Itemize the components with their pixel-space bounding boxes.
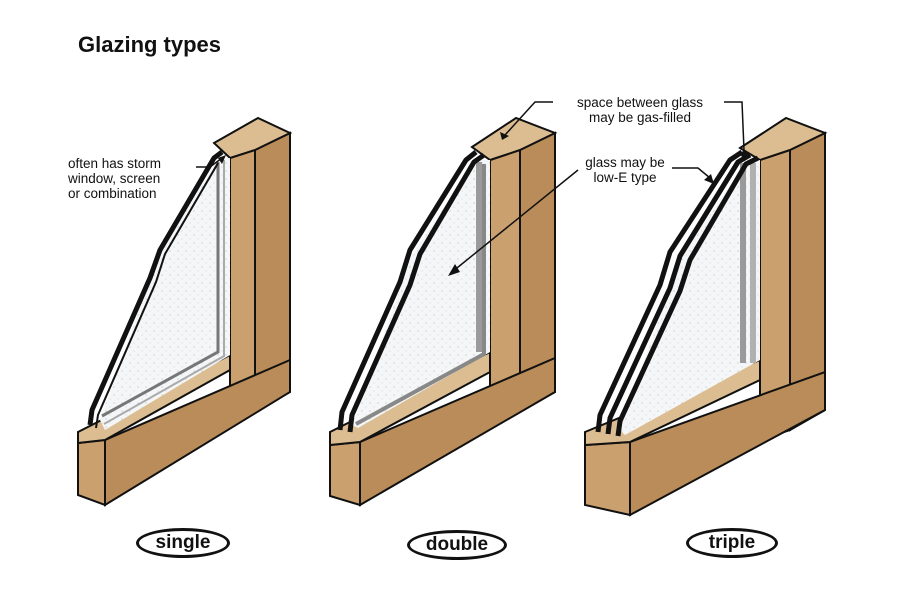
- space-leader-right: [724, 101, 745, 151]
- label-triple: triple: [686, 528, 778, 558]
- label-single: single: [136, 528, 230, 558]
- sill-side: [104, 358, 291, 507]
- pane-outline-inner: [95, 162, 219, 429]
- window-triple: [584, 116, 828, 517]
- pane-outline-outer: [337, 150, 478, 431]
- gas-fill-callout: space between glass may be gas-filled: [556, 95, 724, 125]
- sill-side: [629, 370, 826, 517]
- callout-line: low-E type: [593, 170, 657, 185]
- pane-outline-third: [615, 155, 760, 437]
- low-e-callout: glass may be low-E type: [580, 155, 670, 185]
- callout-line: space between glass: [576, 95, 704, 110]
- callout-line: often has storm: [68, 156, 162, 171]
- spacer: [740, 163, 746, 363]
- sill-front: [584, 440, 631, 517]
- arrowhead-lowe-right: [704, 174, 714, 184]
- jamb-top: [470, 116, 558, 162]
- callout-line: may be gas-filled: [588, 110, 692, 125]
- pane-outline-outer: [595, 149, 744, 433]
- spacer: [750, 163, 756, 363]
- glass-pane: [620, 160, 760, 435]
- space-leader-left: [504, 101, 553, 136]
- sill-side: [359, 356, 556, 507]
- lowe-leader-arrow: [451, 169, 579, 273]
- arrowhead-lowe: [448, 264, 460, 276]
- pane-outline-second: [605, 152, 752, 435]
- glass-pane: [352, 160, 490, 428]
- callout-line: or combination: [68, 186, 157, 201]
- window-double: [329, 116, 558, 507]
- glazing-stop-inner: [103, 160, 225, 425]
- arrowhead-storm: [218, 155, 226, 164]
- glazing-stop: [101, 162, 220, 418]
- arrowhead-space-left: [500, 132, 509, 140]
- lowe-leader-right: [672, 167, 711, 179]
- callout-line: glass may be: [585, 155, 665, 170]
- diagram-title: Glazing types: [78, 32, 222, 57]
- callout-line: window, screen: [68, 171, 161, 186]
- jamb-top: [212, 116, 293, 160]
- pane-outline-second: [347, 152, 486, 433]
- sill-front: [329, 440, 361, 507]
- storm-window-callout: often has storm window, screen or combin…: [68, 156, 161, 201]
- leader-lines: [196, 101, 745, 273]
- window-single: [77, 116, 293, 507]
- glazing-stop: [355, 164, 486, 426]
- spacer: [476, 162, 482, 352]
- sill-front: [77, 438, 106, 507]
- storm-leader: [196, 157, 223, 168]
- arrowhead-space-right: [740, 150, 748, 160]
- label-double: double: [407, 530, 507, 560]
- pane-outline: [87, 150, 224, 426]
